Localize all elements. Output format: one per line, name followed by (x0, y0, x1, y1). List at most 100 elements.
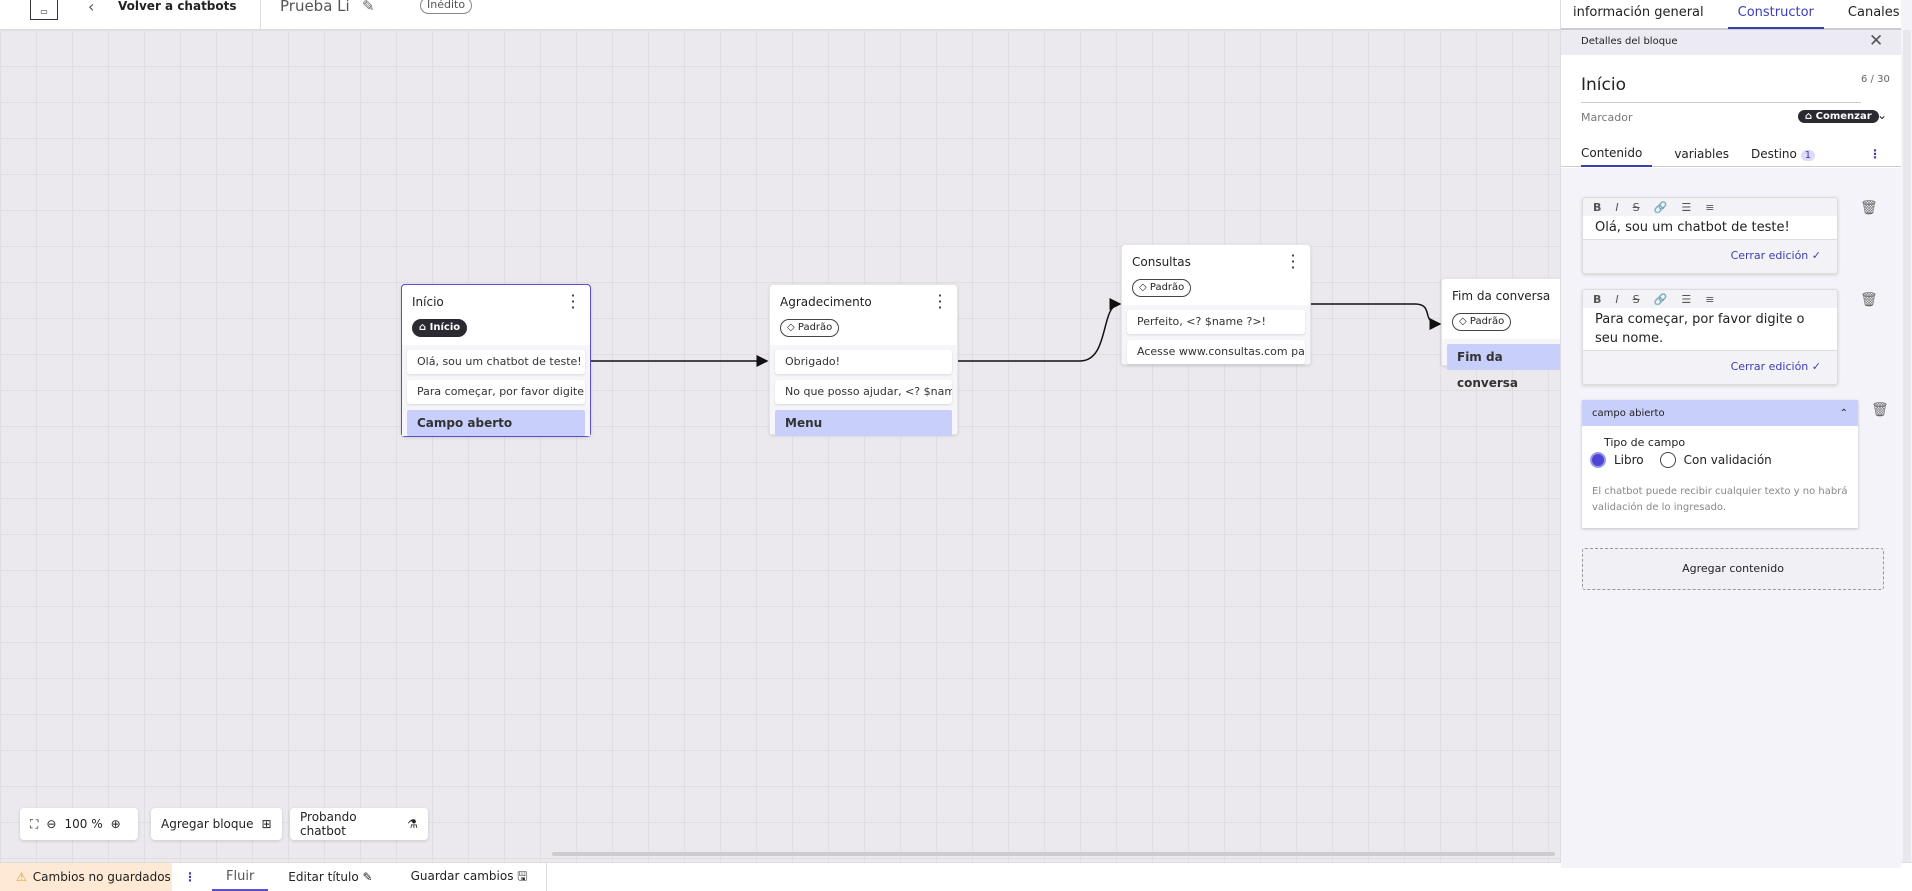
close-icon[interactable]: ✕ (1869, 31, 1884, 51)
block-details-panel: información general Constructor Canales … (1560, 0, 1912, 868)
message-item[interactable]: Perfeito, <? $name ?>! (1127, 310, 1305, 334)
radio-con-validacion-label: Con validación (1683, 453, 1772, 467)
action-item[interactable]: Fim da conversa (1447, 344, 1560, 390)
tag-label: Padrão (1469, 316, 1505, 327)
numbered-list-icon[interactable]: ≡ (1705, 292, 1715, 306)
message-item[interactable]: Acesse www.consultas.com par... (1127, 340, 1305, 364)
chevron-up-icon[interactable]: ⌃ (1839, 407, 1848, 419)
open-field-title: campo abierto (1592, 407, 1665, 419)
tag-icon: ◇ (1139, 282, 1150, 293)
flask-icon: ⚗ (407, 817, 418, 831)
subtab-variables[interactable]: variables (1674, 146, 1729, 161)
back-to-chatbots-link[interactable]: Volver a chatbots (118, 0, 237, 13)
strikethrough-icon[interactable]: S (1632, 292, 1640, 306)
pencil-icon: ✎ (362, 870, 373, 884)
close-edit-button[interactable]: Cerrar edición ✓ (1583, 239, 1837, 273)
message-item[interactable]: Olá, sou um chatbot de teste! (407, 350, 585, 374)
link-icon[interactable]: 🔗 (1653, 292, 1668, 306)
status-badge: Inédito (420, 0, 473, 14)
italic-icon[interactable]: I (1615, 292, 1619, 306)
tab-flow[interactable]: Fluir (212, 863, 269, 891)
node-title: Início (412, 295, 444, 309)
panel-body: Início 6 / 30 Marcador ⌂ Comenzar ⌄ Cont… (1561, 55, 1901, 868)
more-options-icon[interactable]: ··· (937, 286, 943, 317)
action-item[interactable]: Campo aberto (407, 410, 585, 436)
edit-title-pencil-icon[interactable]: ✎ (362, 0, 375, 15)
marker-select[interactable]: ⌂ Comenzar (1798, 110, 1879, 123)
trash-icon[interactable]: 🗑 (1871, 402, 1889, 418)
close-edit-button[interactable]: Cerrar edición ✓ (1583, 350, 1837, 384)
radio-con-validacion[interactable] (1659, 452, 1676, 468)
node-body: Perfeito, <? $name ?>! Acesse www.consul… (1122, 305, 1310, 364)
tab-channels[interactable]: Canales (1847, 5, 1900, 20)
tab-general-info[interactable]: información general (1573, 5, 1704, 20)
flow-canvas[interactable]: Início ··· ⌂ Início Olá, sou um chatbot … (0, 30, 1560, 862)
editor-text[interactable]: Olá, sou um chatbot de teste! (1583, 216, 1837, 239)
more-options-icon[interactable]: ⋮ (1869, 146, 1881, 161)
chevron-down-icon[interactable]: ⌄ (1877, 108, 1888, 122)
bold-icon[interactable]: B (1593, 292, 1602, 306)
vertical-scrollbar[interactable] (1903, 30, 1911, 862)
message-item[interactable]: No que posso ajudar, <? $name ... (775, 380, 952, 404)
tab-constructor[interactable]: Constructor (1727, 0, 1824, 29)
more-menu-icon[interactable]: ⋮ (184, 870, 196, 884)
tag-label: Padrão (1149, 282, 1185, 293)
strikethrough-icon[interactable]: S (1632, 200, 1640, 214)
bullet-list-icon[interactable]: ☰ (1681, 200, 1692, 214)
numbered-list-icon[interactable]: ≡ (1705, 200, 1715, 214)
node-fim-da-conversa[interactable]: Fim da conversa ◇ Padrão Fim da conversa (1441, 278, 1560, 390)
subtab-content[interactable]: Contenido (1581, 141, 1653, 167)
node-tag: ◇ Padrão (780, 319, 840, 337)
zoom-in-icon[interactable]: ⊕ (110, 817, 121, 831)
tag-icon: ◇ (787, 322, 798, 333)
bullet-list-icon[interactable]: ☰ (1681, 292, 1692, 306)
radio-libro-label: Libro (1614, 453, 1644, 467)
subtab-destination[interactable]: Destino 1 (1751, 147, 1816, 161)
open-field-header[interactable]: campo abierto ⌃ (1582, 400, 1858, 426)
trash-icon[interactable]: 🗑 (1860, 200, 1878, 216)
tag-label: Início (429, 322, 461, 333)
editor-text[interactable]: Para começar, por favor digite o seu nom… (1583, 308, 1837, 350)
save-changes-button[interactable]: Guardar cambios 🖫 (411, 867, 528, 888)
radio-libro[interactable] (1590, 452, 1606, 468)
link-icon[interactable]: 🔗 (1653, 200, 1668, 214)
fit-screen-icon[interactable]: ⛶ (30, 816, 39, 831)
back-chevron-icon[interactable]: ‹ (88, 0, 95, 16)
section-title: Detalles del bloque (1581, 36, 1678, 47)
block-name-input[interactable]: Início (1581, 75, 1861, 103)
zoom-level: 100 % (64, 817, 103, 831)
edit-title-button[interactable]: Editar título ✎ (288, 870, 372, 884)
node-body: Obrigado! No que posso ajudar, <? $name … (770, 345, 957, 436)
node-tag: ◇ Padrão (1132, 279, 1192, 297)
action-item[interactable]: Menu (775, 410, 952, 436)
zoom-out-icon[interactable]: ⊖ (46, 817, 57, 831)
test-chatbot-button[interactable]: Probando chatbot ⚗ (290, 808, 428, 840)
italic-icon[interactable]: I (1615, 200, 1619, 214)
node-consultas[interactable]: Consultas ··· ◇ Padrão Perfeito, <? $nam… (1121, 244, 1311, 365)
add-block-label: Agregar bloque (161, 817, 254, 831)
message-item[interactable]: Para começar, por favor digite o ... (407, 380, 585, 404)
more-options-icon[interactable]: ··· (570, 286, 576, 317)
zoom-controls: ⛶ ⊖ 100 % ⊕ (20, 808, 138, 840)
node-inicio[interactable]: Início ··· ⌂ Início Olá, sou um chatbot … (401, 284, 591, 437)
message-item[interactable]: Obrigado! (775, 350, 952, 374)
horizontal-scrollbar[interactable] (552, 852, 1555, 856)
trash-icon[interactable]: 🗑 (1860, 292, 1878, 308)
top-header: ▭ ‹ Volver a chatbots Prueba Li ✎ Inédit… (0, 0, 1560, 30)
open-field-card: campo abierto ⌃ Tipo de campo Libro Con … (1582, 400, 1858, 528)
add-content-button[interactable]: Agregar contenido (1582, 548, 1884, 590)
more-options-icon[interactable]: ··· (1290, 246, 1296, 277)
bold-icon[interactable]: B (1593, 200, 1602, 214)
edge-agradecimento-consultas (958, 298, 1122, 362)
panel-tabs: información general Constructor Canales (1561, 0, 1901, 30)
unsaved-label: Cambios no guardados (32, 870, 171, 884)
field-help-text: El chatbot puede recibir cualquier texto… (1592, 486, 1848, 513)
add-block-button[interactable]: Agregar bloque ⊞ (151, 808, 282, 840)
save-label: Guardar cambios (410, 868, 514, 883)
destination-count-badge: 1 (1800, 149, 1816, 161)
add-block-icon: ⊞ (261, 817, 272, 831)
node-agradecimento[interactable]: Agradecimento ··· ◇ Padrão Obrigado! No … (769, 284, 958, 436)
